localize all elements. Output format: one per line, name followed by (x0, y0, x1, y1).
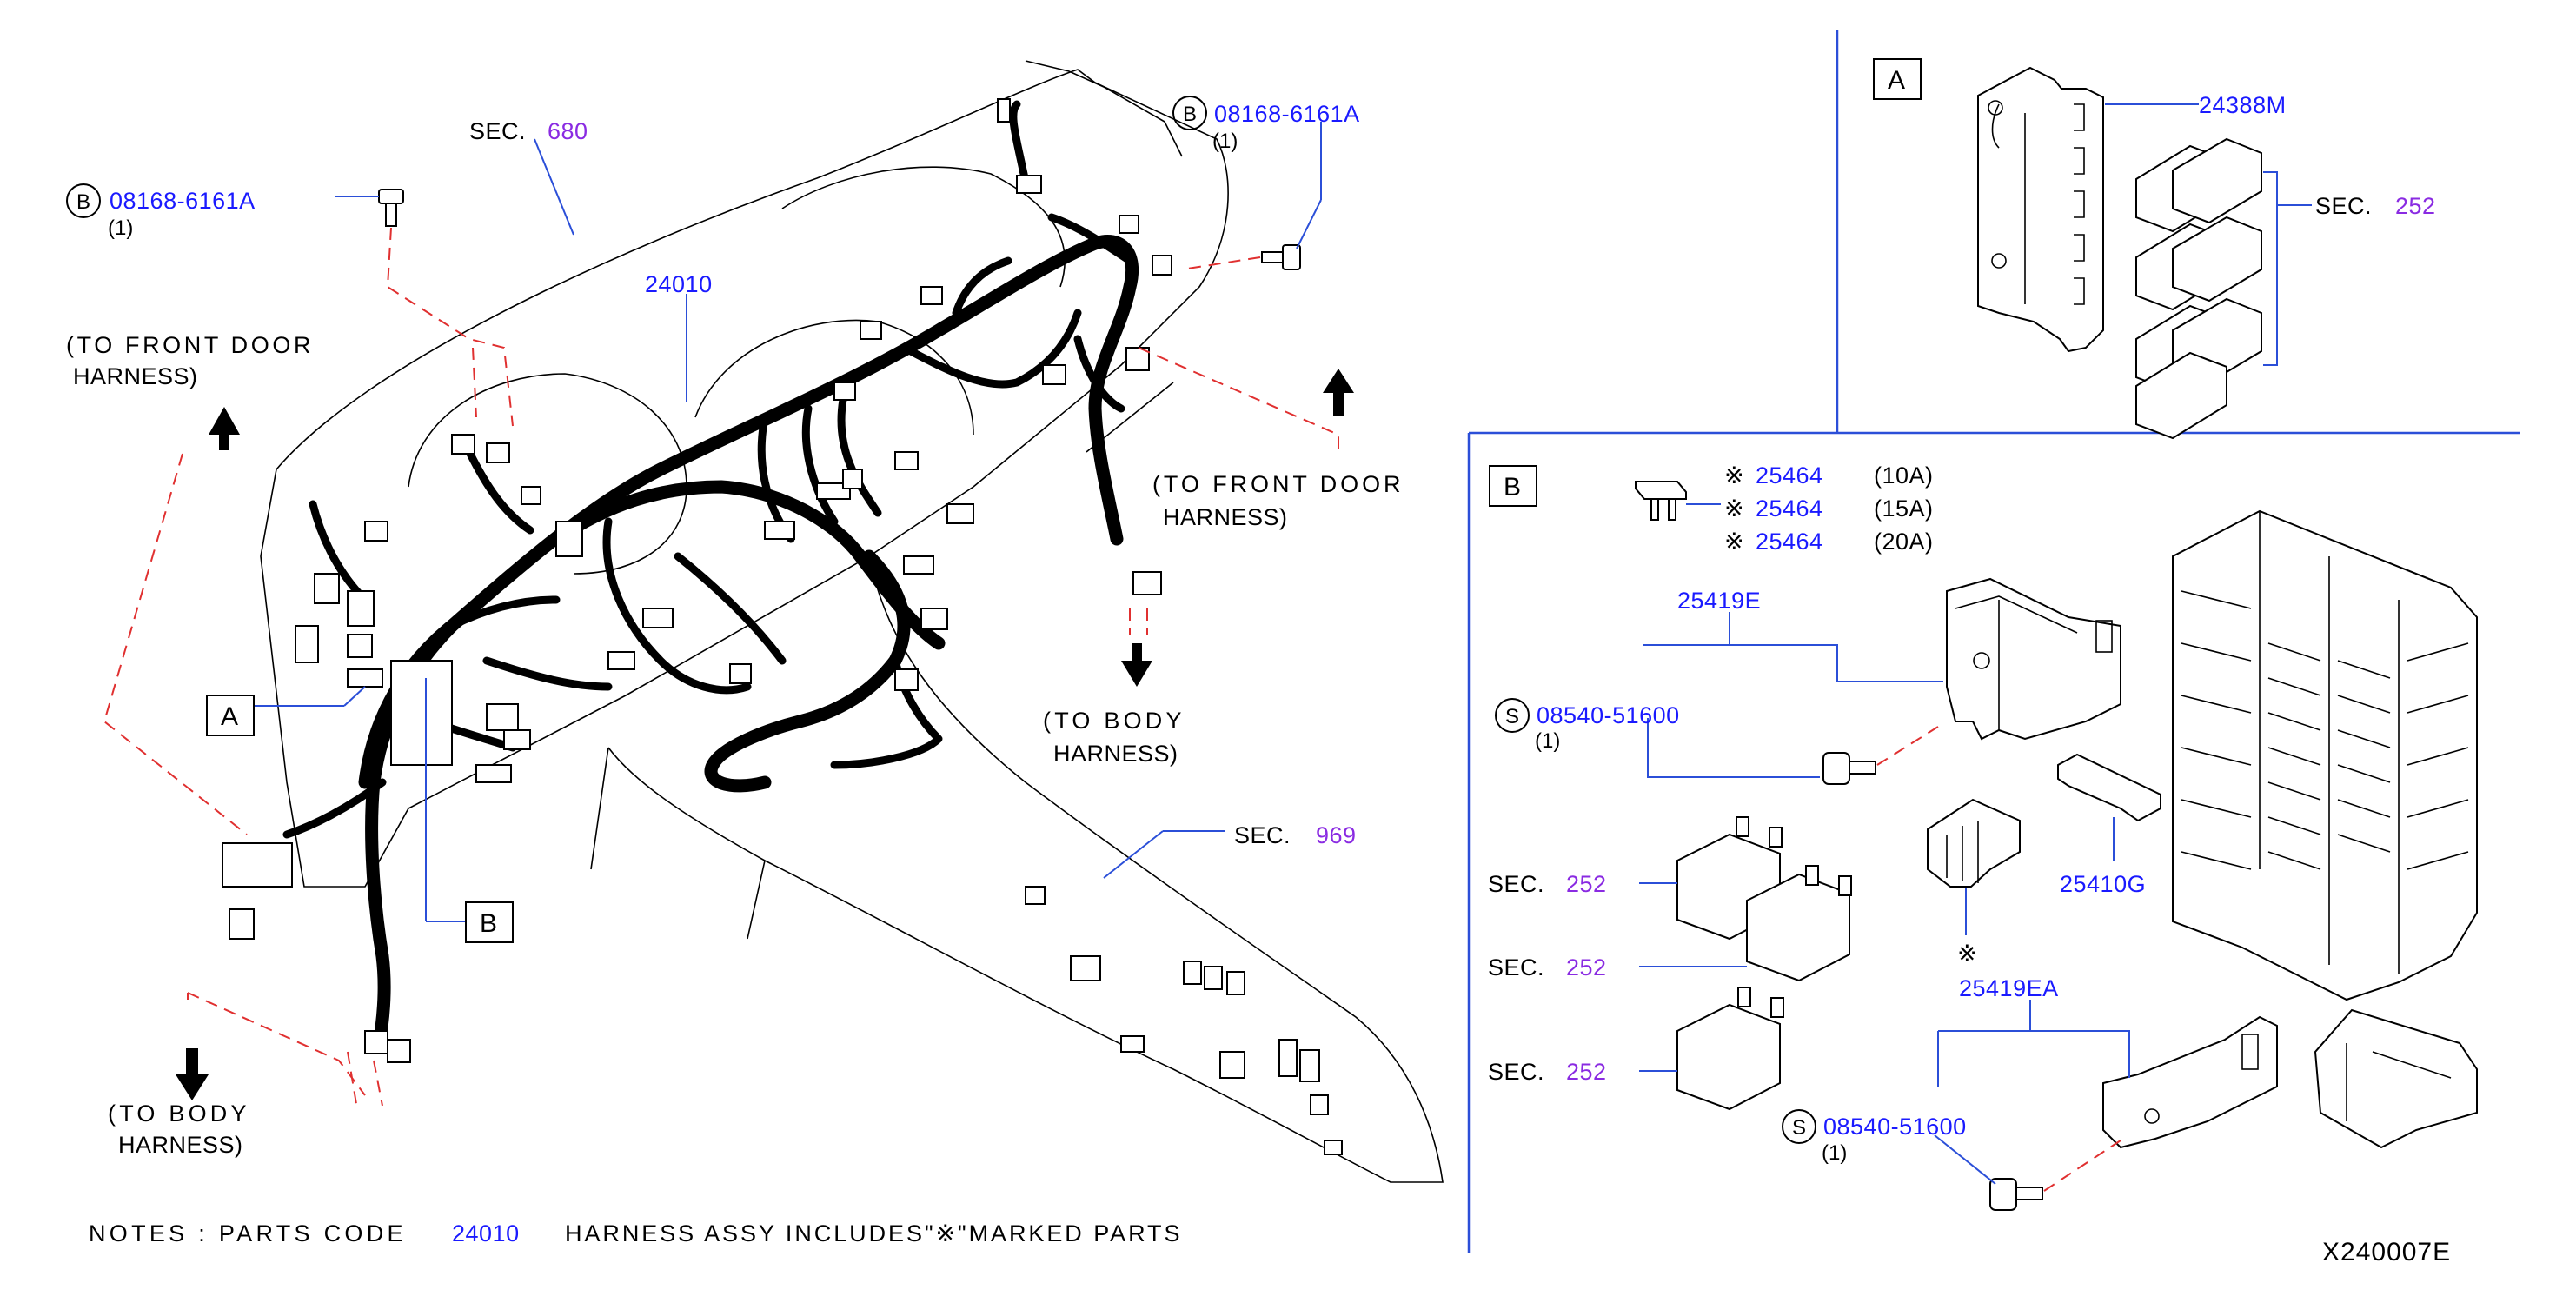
clip-25410g: 25410G (2060, 871, 2146, 897)
main-leader-lines (254, 122, 1322, 922)
to-body-left-line1: (TO BODY (108, 1100, 247, 1127)
sec-969-label: SEC. (1234, 822, 1291, 848)
to-body-right-line2: HARNESS) (1053, 741, 1178, 767)
svg-text:S: S (1505, 705, 1519, 728)
fuse-part-3: 25464 (1756, 529, 1823, 555)
detail-a: A 24388M SEC. 252 (1873, 58, 2436, 440)
arrow-down-right-icon (1121, 643, 1152, 687)
relay-sec-3-label: SEC. (1488, 1059, 1544, 1085)
screw-lower-qty: (1) (1822, 1141, 1847, 1165)
arrow-down-left-icon (176, 1048, 209, 1100)
callout-a: A (221, 702, 239, 731)
fuse-part-2: 25464 (1756, 495, 1823, 522)
bolt-left-badge (66, 183, 101, 218)
instrument-panel-outline (260, 60, 1444, 1183)
harness-part-number: 24010 (645, 271, 713, 297)
to-front-door-right-line1: (TO FRONT DOOR (1152, 471, 1401, 497)
harness-connectors (222, 98, 1172, 1063)
relay-stack-drawing (2135, 137, 2262, 440)
bolt-left-qty: (1) (108, 216, 133, 240)
upper-bracket-drawing (1946, 577, 2121, 741)
fuse-block-drawing (2172, 509, 2478, 1001)
arrow-up-left-icon (209, 407, 240, 450)
notes-suffix: HARNESS ASSY INCLUDES"※"MARKED PARTS (565, 1220, 1180, 1247)
to-front-door-left-line2: HARNESS) (73, 363, 198, 389)
screw-upper-qty: (1) (1535, 729, 1560, 753)
screw-lower-part: 08540-51600 (1823, 1114, 1967, 1140)
svg-text:B: B (76, 190, 90, 214)
dashed-guide-lines (103, 227, 1339, 1107)
detail-a-label: A (1888, 66, 1906, 95)
bracket-25419e: 25419E (1677, 588, 1761, 614)
svg-text:B: B (1183, 103, 1197, 126)
detail-a-sec-number: 252 (2395, 193, 2436, 219)
screw-lower-badge (1782, 1109, 1816, 1144)
relay-sec-1-label: SEC. (1488, 871, 1544, 897)
relay-bracket-drawing (1977, 66, 2104, 353)
relay-sec-2-label: SEC. (1488, 954, 1544, 981)
sec-969-number: 969 (1316, 822, 1357, 848)
bolt-right-badge (1172, 96, 1207, 130)
fuse-puller-mark: ※ (1957, 941, 1977, 967)
detail-b-box (1489, 465, 1537, 507)
fuse-puller-drawing (1927, 798, 2021, 888)
svg-text:※: ※ (1724, 462, 1744, 489)
to-front-door-right-line2: HARNESS) (1163, 504, 1288, 530)
bracket-25419ea: 25419EA (1959, 975, 2059, 1001)
bolt-right-part: 08168-6161A (1214, 101, 1360, 127)
detail-b-label: B (1504, 473, 1522, 502)
upper-screw-icon (1822, 752, 1876, 785)
screw-upper-part: 08540-51600 (1537, 702, 1680, 728)
relays-drawing (1676, 816, 1852, 1111)
fuse-drawing (1635, 481, 1687, 521)
screw-upper-badge (1495, 698, 1530, 733)
bolt-left-part: 08168-6161A (110, 188, 256, 214)
sec-680-number: 680 (548, 118, 588, 144)
direction-arrows (176, 369, 1354, 1100)
fuse-rating-2: (15A) (1874, 495, 1934, 522)
notes-line: NOTES : PARTS CODE 24010 HARNESS ASSY IN… (89, 1220, 1180, 1247)
svg-text:※: ※ (1724, 529, 1744, 555)
notes-prefix: NOTES : PARTS CODE (89, 1220, 403, 1247)
detail-a-sec-label: SEC. (2315, 193, 2372, 219)
arrow-up-right-icon (1323, 369, 1354, 416)
diagram-code: X240007E (2322, 1238, 2451, 1267)
detail-a-box (1873, 58, 1922, 100)
bolt-right-qty: (1) (1212, 130, 1238, 153)
fuse-block-housing-drawing (2314, 1008, 2478, 1149)
fuse-rating-1: (10A) (1874, 462, 1934, 489)
detail-b: B ※ ※ ※ 25464 (10A) 25464 (15A) 25464 (2… (1488, 462, 2478, 1211)
lower-bracket-drawing (2102, 1015, 2278, 1149)
lower-screw-icon (1989, 1178, 2043, 1211)
console-clips (1025, 886, 1343, 1155)
sec-680-label: SEC. (469, 118, 526, 144)
fuse-rating-3: (20A) (1874, 529, 1934, 555)
bolt-right-icon (1261, 244, 1301, 270)
relay-sec-3-number: 252 (1566, 1059, 1607, 1085)
callout-b-box (465, 901, 514, 943)
main-labels: SEC. 680 24010 B 08168-6161A (1) B 08168… (66, 96, 1401, 1158)
svg-text:S: S (1792, 1116, 1806, 1140)
to-body-left-line2: HARNESS) (118, 1132, 243, 1158)
relay-sec-1-number: 252 (1566, 871, 1607, 897)
clip-drawing (2057, 753, 2161, 822)
to-body-right-line1: (TO BODY (1043, 708, 1182, 734)
svg-text:※: ※ (1724, 495, 1744, 522)
fuse-part-1: 25464 (1756, 462, 1823, 489)
panel-dividers (1467, 30, 2520, 1253)
relay-sec-2-number: 252 (1566, 954, 1607, 981)
bolt-left-icon (378, 189, 404, 227)
harness-wires (282, 100, 1139, 1050)
notes-code: 24010 (452, 1220, 520, 1247)
callout-b: B (480, 909, 498, 938)
to-front-door-left-line1: (TO FRONT DOOR (66, 332, 311, 358)
bracket-24388m: 24388M (2199, 92, 2287, 118)
callout-a-box (206, 695, 255, 736)
